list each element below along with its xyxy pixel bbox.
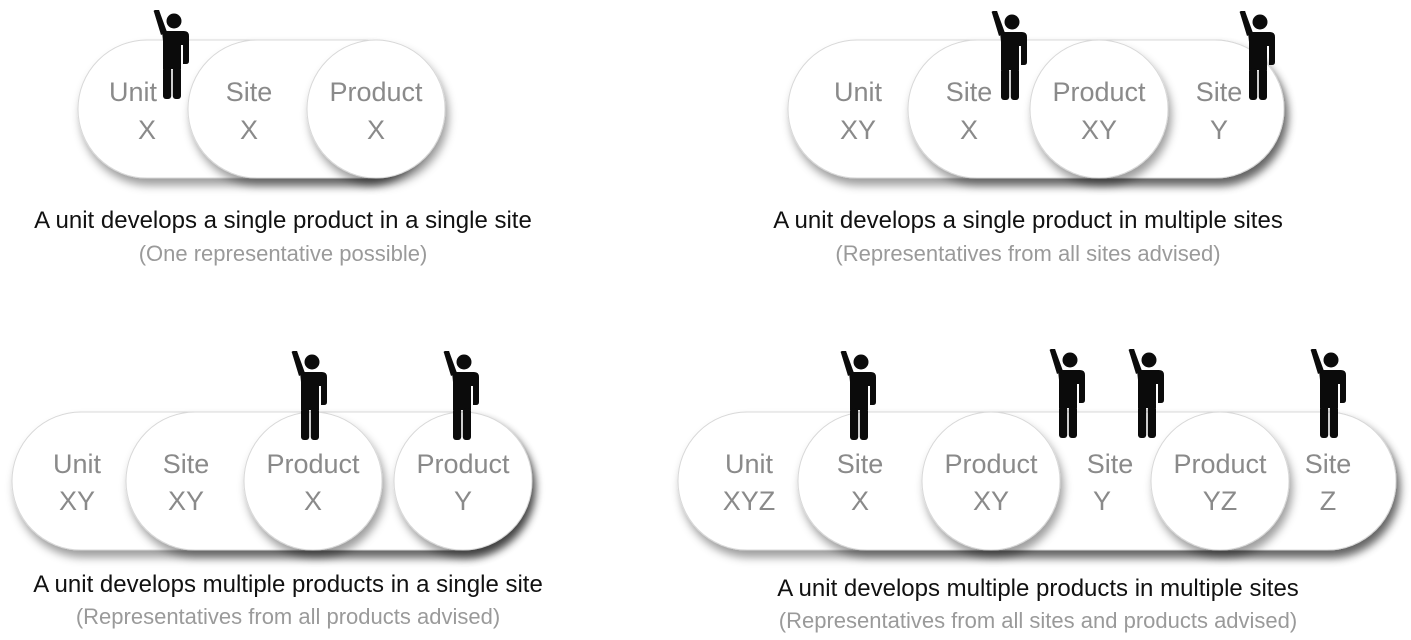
site-label: Site bbox=[1087, 449, 1134, 479]
product-shape bbox=[1029, 39, 1169, 179]
site-label: Site bbox=[837, 449, 884, 479]
site-value: XY bbox=[168, 486, 204, 516]
product-value: YZ bbox=[1203, 486, 1238, 516]
unit-label: Unit bbox=[53, 449, 102, 479]
product-label: Product bbox=[416, 449, 510, 479]
panel-multiple-products-single-site: Unit XY Site XY Product X Product Y A un… bbox=[11, 351, 543, 629]
site-label: Site bbox=[946, 77, 993, 107]
site-shape bbox=[797, 411, 1397, 551]
site-label: Site bbox=[163, 449, 210, 479]
panel-subcaption: (Representatives from all sites and prod… bbox=[779, 608, 1297, 633]
site-value: Y bbox=[1210, 115, 1228, 145]
product-label: Product bbox=[944, 449, 1038, 479]
panel-subcaption: (One representative possible) bbox=[139, 241, 428, 266]
panel-multiple-products-multiple-sites: Unit XYZ Site X Product XY Site Y Produc… bbox=[677, 349, 1397, 633]
product-value: Y bbox=[454, 486, 472, 516]
product-label: Product bbox=[1173, 449, 1267, 479]
unit-label: Unit bbox=[109, 77, 158, 107]
product-label: Product bbox=[1052, 77, 1146, 107]
product-label: Product bbox=[329, 77, 423, 107]
site-label: Site bbox=[1305, 449, 1352, 479]
site-value: X bbox=[960, 115, 978, 145]
product-shape bbox=[306, 39, 446, 179]
site-value: Y bbox=[1093, 486, 1111, 516]
panel-caption: A unit develops multiple products in a s… bbox=[33, 571, 543, 598]
product-shape bbox=[1150, 411, 1290, 551]
site-label: Site bbox=[1196, 77, 1243, 107]
product-value: X bbox=[304, 486, 322, 516]
panel-single-product-single-site: Unit X Site X Product X A unit develops … bbox=[34, 10, 532, 266]
product-shape bbox=[921, 411, 1061, 551]
unit-value: XY bbox=[59, 486, 95, 516]
product-label: Product bbox=[266, 449, 360, 479]
panel-subcaption: (Representatives from all sites advised) bbox=[835, 241, 1220, 266]
panel-single-product-multiple-sites: Unit XY Site X Product XY Site Y A unit … bbox=[773, 11, 1285, 266]
site-value: X bbox=[240, 115, 258, 145]
unit-value: X bbox=[138, 115, 156, 145]
panel-caption: A unit develops a single product in mult… bbox=[773, 207, 1283, 234]
unit-value: XY bbox=[840, 115, 876, 145]
unit-label: Unit bbox=[725, 449, 774, 479]
site-value: Z bbox=[1320, 486, 1337, 516]
product-value: X bbox=[367, 115, 385, 145]
unit-label: Unit bbox=[834, 77, 883, 107]
site-value: X bbox=[851, 486, 869, 516]
panel-subcaption: (Representatives from all products advis… bbox=[76, 604, 500, 629]
unit-value: XYZ bbox=[723, 486, 776, 516]
product-value: XY bbox=[973, 486, 1009, 516]
site-label: Site bbox=[226, 77, 273, 107]
panel-caption: A unit develops a single product in a si… bbox=[34, 207, 532, 234]
product-value: XY bbox=[1081, 115, 1117, 145]
panel-caption: A unit develops multiple products in mul… bbox=[777, 575, 1299, 602]
